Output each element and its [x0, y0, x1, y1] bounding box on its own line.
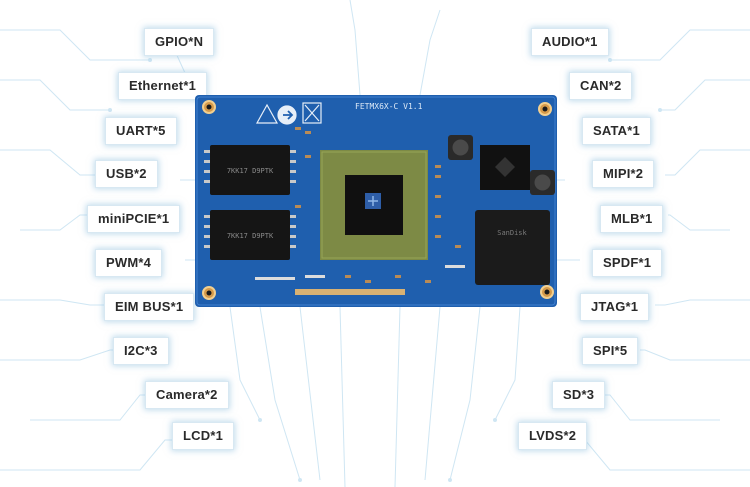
label-eim-bus: EIM BUS*1: [104, 293, 195, 321]
soc-chip: [320, 150, 428, 260]
svg-text:SanDisk: SanDisk: [497, 229, 527, 237]
label-uart: UART*5: [105, 117, 177, 145]
label-sd: SD*3: [552, 381, 606, 409]
inductor-right: [530, 170, 555, 195]
emmc-chip: SanDisk: [475, 210, 550, 285]
label-gpio: GPIO*N: [144, 28, 215, 56]
svg-text:7KK17 D9PTK: 7KK17 D9PTK: [227, 232, 274, 240]
edge-pads: [295, 289, 405, 295]
som-board-image: FETMX6X-C V1.1 7KK17 D9PTK 7KK17 D9PTK: [195, 95, 557, 307]
label-pwm: PWM*4: [95, 249, 163, 277]
label-minipcie: miniPCIE*1: [87, 205, 181, 233]
label-can: CAN*2: [569, 72, 633, 100]
label-spi: SPI*5: [582, 337, 639, 365]
label-lvds: LVDS*2: [518, 422, 588, 450]
ram-chip-bottom: 7KK17 D9PTK: [204, 210, 296, 260]
label-camera: Camera*2: [145, 381, 229, 409]
board-title: FETMX6X-C V1.1: [355, 102, 423, 111]
label-i2c: I2C*3: [113, 337, 169, 365]
label-ethernet: Ethernet*1: [118, 72, 208, 100]
pmic-chip: [480, 145, 530, 190]
label-spdf: SPDF*1: [592, 249, 663, 277]
label-jtag: JTAG*1: [580, 293, 650, 321]
svg-text:7KK17 D9PTK: 7KK17 D9PTK: [227, 167, 274, 175]
label-usb: USB*2: [95, 160, 158, 188]
label-sata: SATA*1: [582, 117, 651, 145]
inductor-top: [448, 135, 473, 160]
label-mlb: MLB*1: [600, 205, 664, 233]
label-audio: AUDIO*1: [531, 28, 609, 56]
ram-chip-top: 7KK17 D9PTK: [204, 145, 296, 195]
label-mipi: MIPI*2: [592, 160, 655, 188]
label-lcd: LCD*1: [172, 422, 235, 450]
